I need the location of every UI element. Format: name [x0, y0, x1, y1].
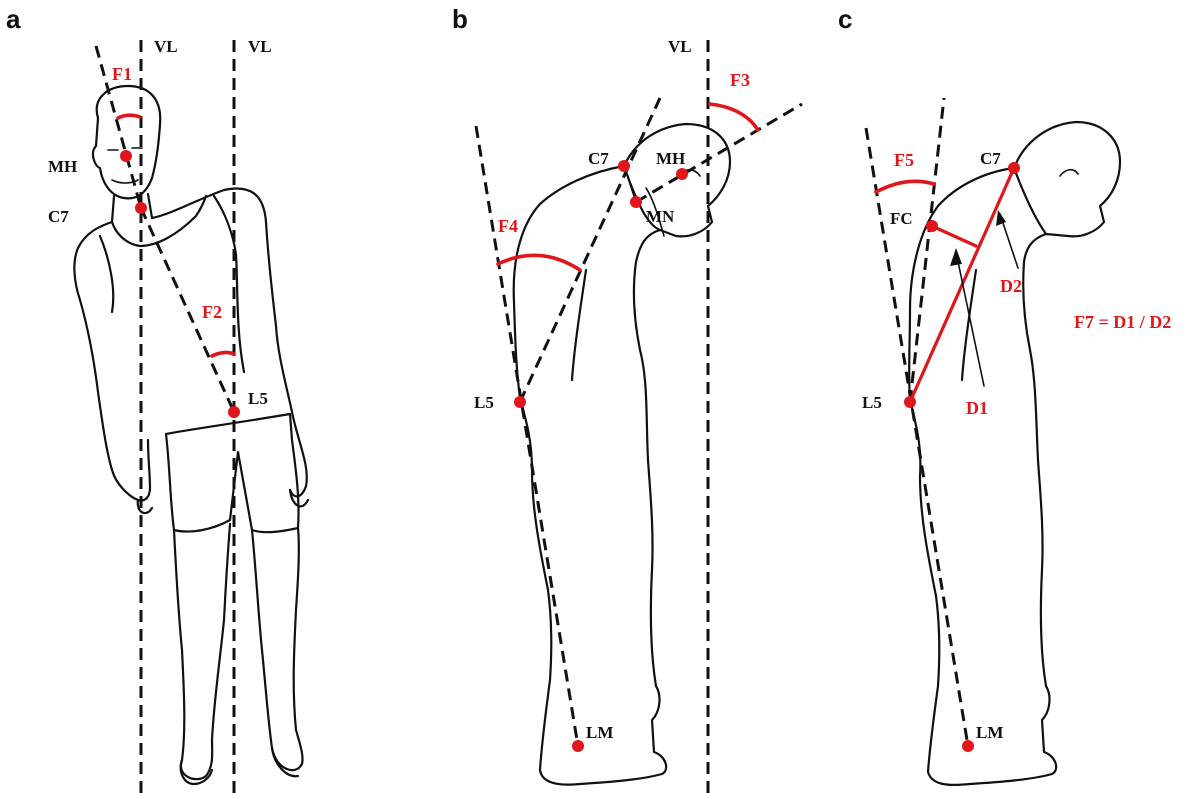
- panel-b-f4-label: F4: [498, 216, 518, 236]
- panel-b-mn-label: MN: [646, 207, 675, 226]
- panel-a-c7-point: [135, 202, 147, 214]
- panel-b-f3-label: F3: [730, 70, 750, 90]
- panel-b-c7-mn-link: [623, 165, 637, 203]
- panel-c-fc-label: FC: [890, 209, 913, 228]
- panel-c-l5-label: L5: [862, 393, 882, 412]
- panel-c-fc-point: [926, 220, 938, 232]
- panel-c-l5-fc-line: [908, 97, 946, 403]
- panel-b-mn-mh-line: [635, 102, 803, 204]
- panel-c-l5-lm-line: [864, 127, 970, 747]
- panel-c-d2-arrow: [996, 210, 1019, 269]
- panel-c-l5-c7-line: [908, 166, 1016, 404]
- panel-b-mh-label: MH: [656, 149, 685, 168]
- panel-b-mh-point: [676, 168, 688, 180]
- panel-b-mn-point: [630, 196, 642, 208]
- panel-a-f1-label: F1: [112, 64, 132, 84]
- panel-c-fc-perpendicular-line: [930, 224, 978, 248]
- panel-c-l5-point: [904, 396, 916, 408]
- panel-a-f2-label: F2: [202, 302, 222, 322]
- panel-c: c: [838, 4, 1171, 787]
- panel-c-lm-point: [962, 740, 974, 752]
- panel-a: a: [6, 4, 310, 793]
- panel-a-l5-label: L5: [248, 389, 268, 408]
- panel-a-head-line: [94, 45, 143, 209]
- panel-a-letter: a: [6, 4, 21, 34]
- panel-b-l5-lm-line: [474, 125, 580, 747]
- panel-a-body-outline: [73, 84, 310, 786]
- panel-c-f5-arc: [874, 179, 936, 194]
- panel-a-f1-arc: [116, 113, 142, 120]
- panel-b-f4-arc: [496, 253, 582, 272]
- panel-c-c7-label: C7: [980, 149, 1001, 168]
- panel-c-d1-arrow: [950, 248, 985, 387]
- panel-b-lm-point: [572, 740, 584, 752]
- panel-c-f7-formula: F7 = D1 / D2: [1074, 312, 1171, 332]
- panel-b-l5-point: [514, 396, 526, 408]
- panel-a-c7-label: C7: [48, 207, 69, 226]
- panel-b-vl-label: VL: [668, 37, 692, 56]
- panel-b-c7-label: C7: [588, 149, 609, 168]
- panel-c-c7-point: [1008, 162, 1020, 174]
- panel-a-mh-label: MH: [48, 157, 77, 176]
- panel-b-letter: b: [452, 4, 468, 34]
- panel-c-letter: c: [838, 4, 852, 34]
- panel-a-vl-right-label: VL: [248, 37, 272, 56]
- panel-b-body-outline: [512, 122, 732, 786]
- panel-c-body-outline: [908, 120, 1122, 787]
- panel-b-f3-arc: [708, 102, 760, 132]
- panel-a-f2-arc: [210, 350, 236, 358]
- panel-c-d1-label: D1: [966, 398, 988, 418]
- panel-c-f5-label: F5: [894, 150, 914, 170]
- panel-a-mh-point: [120, 150, 132, 162]
- panel-b-c7-point: [618, 160, 630, 172]
- panel-c-d2-label: D2: [1000, 276, 1022, 296]
- panel-a-l5-point: [228, 406, 240, 418]
- panel-a-vl-left-label: VL: [154, 37, 178, 56]
- panel-b-l5-label: L5: [474, 393, 494, 412]
- panel-b: b VL C7 MH MN L5: [452, 4, 803, 793]
- panel-c-lm-label: LM: [976, 723, 1003, 742]
- panel-b-lm-label: LM: [586, 723, 613, 742]
